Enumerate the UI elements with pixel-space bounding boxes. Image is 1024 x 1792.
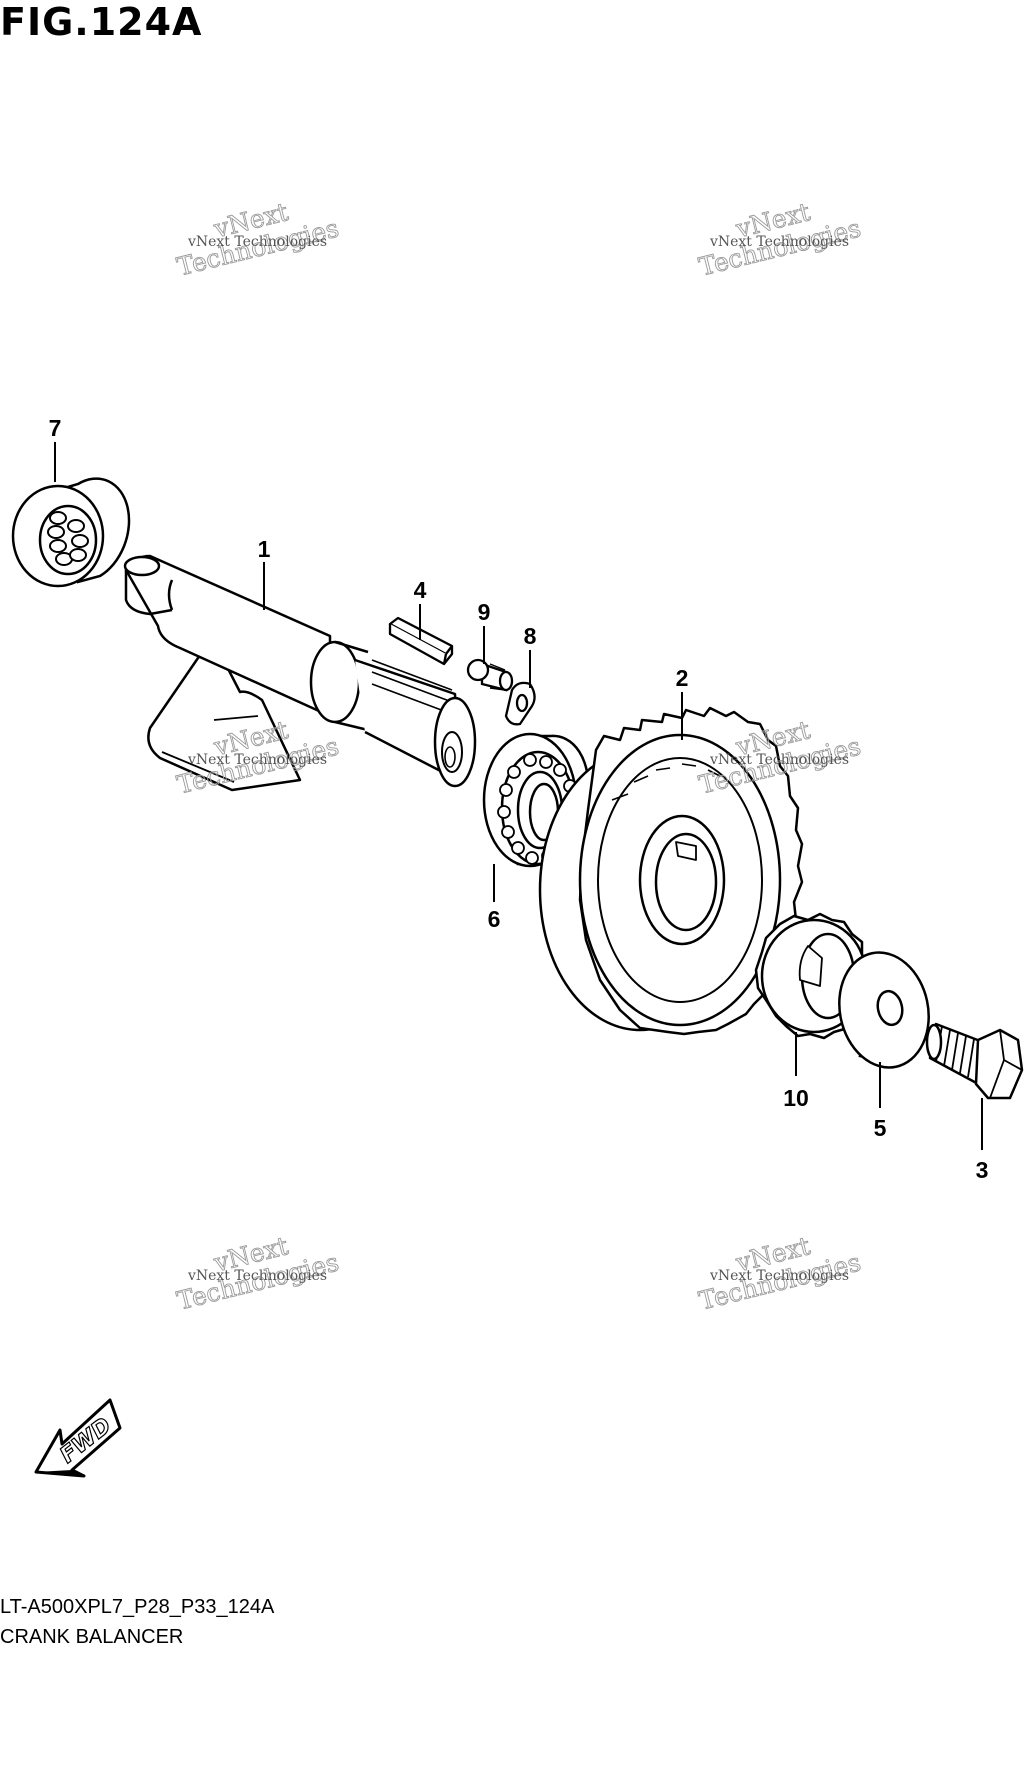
callout-number: 6 xyxy=(488,906,501,932)
callout-3: 3 xyxy=(976,1098,989,1183)
callout-7: 7 xyxy=(49,415,62,482)
watermark-caption: vNext Technologies xyxy=(709,752,849,768)
figure-title: FIG.124A xyxy=(0,0,203,44)
small-washer-drawing xyxy=(504,681,536,726)
watermark-caption: vNext Technologies xyxy=(709,234,849,250)
callout-9: 9 xyxy=(478,599,491,664)
callout-10: 10 xyxy=(783,1032,809,1111)
callout-number: 1 xyxy=(258,536,271,562)
driven-gear-drawing xyxy=(538,706,804,1036)
bolt-drawing xyxy=(925,1022,1024,1100)
callout-number: 8 xyxy=(524,623,537,649)
fwd-arrow-badge: FWD xyxy=(34,1398,122,1478)
pin-drawing xyxy=(466,658,514,692)
callout-6: 6 xyxy=(488,864,501,932)
balancer-shaft-drawing xyxy=(123,554,477,792)
callout-number: 7 xyxy=(49,415,62,441)
callout-5: 5 xyxy=(874,1062,887,1141)
callout-1: 1 xyxy=(258,536,271,610)
watermark-bottom-right: vNext Technologies vNext Technologies xyxy=(696,1231,864,1316)
watermark-caption: vNext Technologies xyxy=(187,752,327,768)
washer-drawing xyxy=(838,951,930,1069)
callout-number: 10 xyxy=(783,1085,809,1111)
figure-name: CRANK BALANCER xyxy=(0,1626,184,1648)
callout-2: 2 xyxy=(676,665,689,740)
figure-code: LT-A500XPL7_P28_P33_124A xyxy=(0,1596,275,1618)
needle-bearing-drawing xyxy=(11,477,131,588)
watermark-caption: vNext Technologies xyxy=(187,1268,327,1284)
callout-number: 4 xyxy=(414,577,427,603)
callout-number: 9 xyxy=(478,599,491,625)
callout-8: 8 xyxy=(524,623,537,688)
watermark-top-left: vNext Technologies vNext Technologies xyxy=(174,197,342,282)
watermark-top-right: vNext Technologies vNext Technologies xyxy=(696,197,864,282)
watermark-caption: vNext Technologies xyxy=(187,234,327,250)
callout-number: 2 xyxy=(676,665,689,691)
watermark-caption: vNext Technologies xyxy=(709,1268,849,1284)
callout-4: 4 xyxy=(414,577,427,640)
callout-number: 5 xyxy=(874,1115,887,1141)
watermark-bottom-left: vNext Technologies vNext Technologies xyxy=(174,1231,342,1316)
callout-number: 3 xyxy=(976,1157,989,1183)
